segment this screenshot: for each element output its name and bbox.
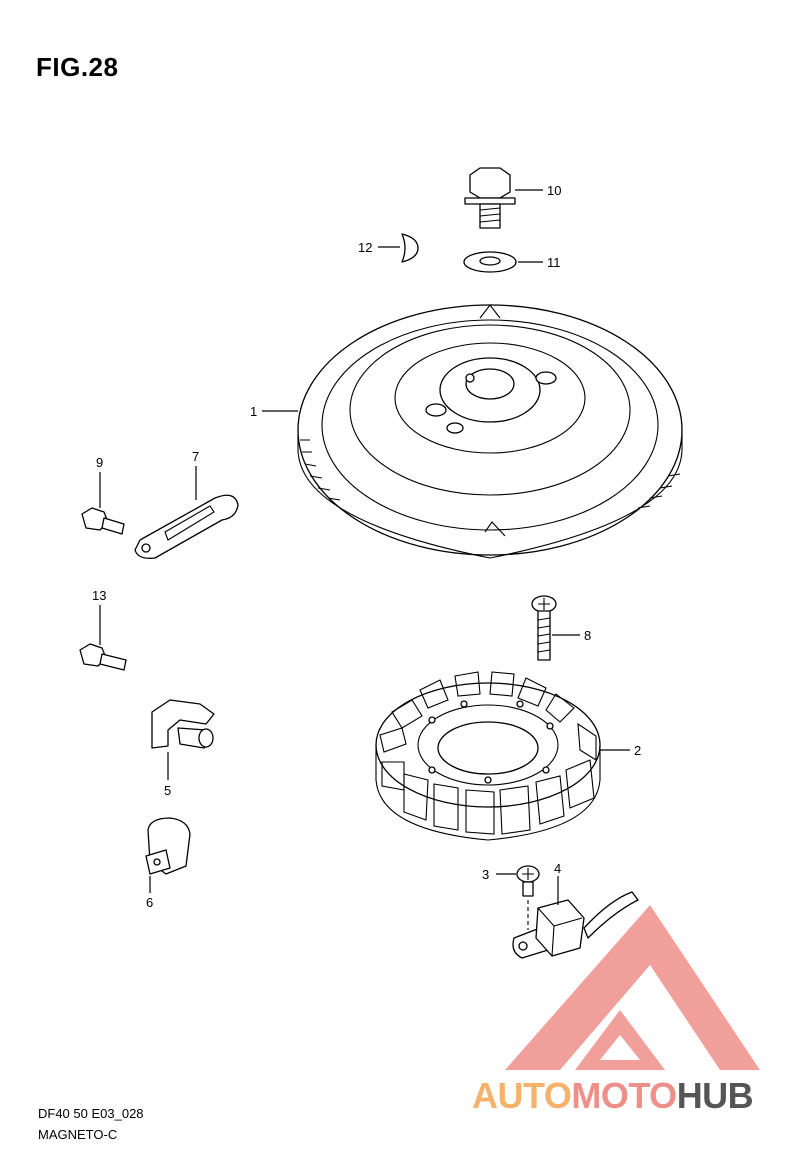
callout-1: 1 [250, 404, 257, 419]
callout-3: 3 [482, 867, 489, 882]
watermark-hub: HUB [676, 1075, 754, 1116]
footer-section-name: MAGNETO-C [38, 1127, 118, 1142]
callout-13: 13 [92, 588, 106, 603]
figure-title: FIG.28 [36, 52, 119, 82]
watermark-moto: MOTO [571, 1075, 677, 1116]
flywheel-bolt-part [464, 167, 516, 229]
footer-diagram-code: DF40 50 E03_028 [38, 1106, 144, 1121]
callout-8: 8 [584, 628, 591, 643]
flywheel-part [297, 304, 683, 559]
sensor-part [151, 699, 215, 749]
callout-12: 12 [358, 240, 372, 255]
stator-part [375, 671, 601, 841]
callout-2: 2 [634, 743, 641, 758]
callout-10: 10 [547, 183, 561, 198]
callout-4: 4 [554, 861, 561, 876]
clamp-part [145, 817, 191, 875]
bolt-part-13 [79, 643, 127, 671]
callout-11: 11 [547, 255, 561, 270]
callout-7: 7 [192, 449, 199, 464]
leader-lines [99, 189, 630, 905]
bolt-part-9 [81, 507, 125, 535]
watermark-logo [505, 905, 760, 1070]
washer-part [463, 251, 517, 273]
stator-bolt-part [531, 595, 557, 661]
watermark-auto: AUTO [472, 1075, 572, 1116]
callout-6: 6 [146, 895, 153, 910]
watermark-text: AUTOMOTOHUB [472, 1075, 754, 1117]
callout-5: 5 [164, 783, 171, 798]
callout-numbers: 10 11 12 1 2 8 9 7 13 5 6 3 4 [92, 183, 641, 910]
callout-9: 9 [96, 455, 103, 470]
key-part [401, 233, 419, 263]
pulser-coil-part [512, 891, 639, 959]
bracket-part [134, 494, 239, 559]
screw-part [516, 865, 540, 930]
